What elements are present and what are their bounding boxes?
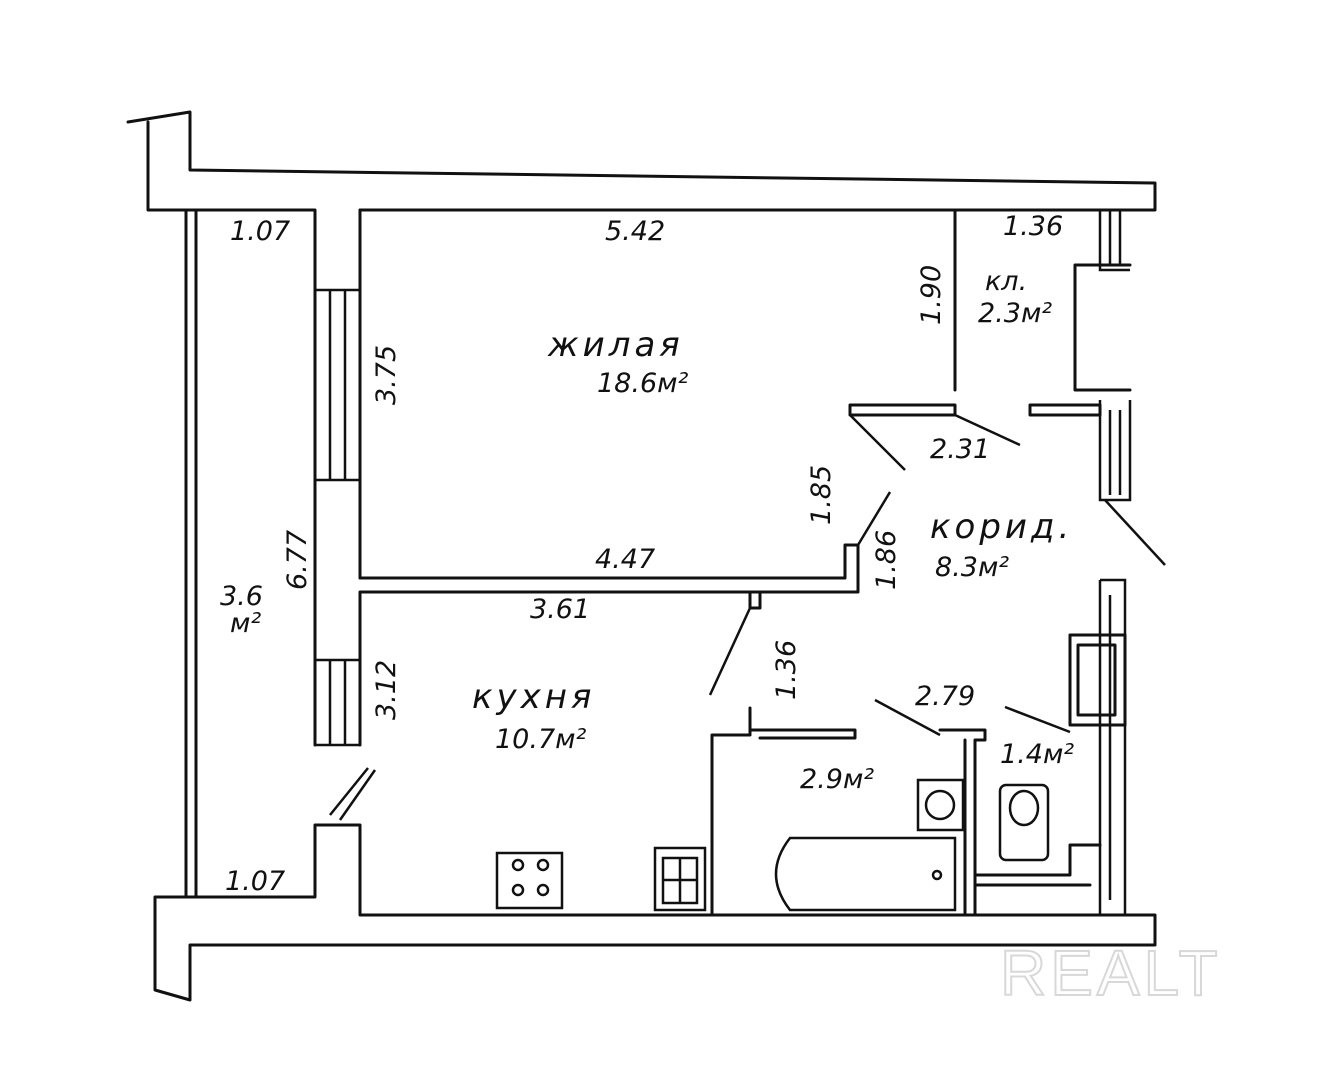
dim-kitchen-top: 3.61 <box>530 594 590 625</box>
room-area-toilet: 1.4м² <box>1000 739 1074 770</box>
dim-closet-top: 1.36 <box>1003 211 1063 242</box>
room-area-corridor: 8.3м² <box>935 552 1009 583</box>
doors <box>329 413 1166 821</box>
outer-walls <box>126 110 1157 1002</box>
dim-bath-top: 2.79 <box>915 681 975 712</box>
dim-balcony-top: 1.07 <box>230 216 290 247</box>
dim-living-left: 3.75 <box>371 345 402 405</box>
dim-kitchen-right: 1.36 <box>771 640 802 700</box>
interior-walls <box>358 263 1132 917</box>
dim-living-top: 5.42 <box>605 216 665 247</box>
balcony-area-unit: м² <box>230 608 261 639</box>
sink-icon <box>653 846 707 912</box>
room-name-living: жилая <box>547 325 684 365</box>
room-area-closet: 2.3м² <box>978 298 1052 329</box>
dim-living-right: 1.85 <box>806 465 837 525</box>
fixtures <box>495 778 1050 912</box>
dim-closet-side: 1.90 <box>916 265 947 325</box>
room-area-living: 18.6м² <box>597 368 688 399</box>
stove-icon <box>495 851 564 910</box>
room-name-kitchen: кухня <box>472 677 595 717</box>
watermark: REALT <box>1000 937 1222 1009</box>
bathtub-icon <box>774 836 957 912</box>
washbasin-icon <box>916 778 965 832</box>
dim-balcony-bottom: 1.07 <box>225 866 285 897</box>
room-area-kitchen: 10.7м² <box>495 724 586 755</box>
balcony-area-number: 3.6 <box>220 581 263 612</box>
windows <box>315 210 1132 915</box>
dim-balcony-length: 6.77 <box>282 530 313 590</box>
dim-living-bottom: 4.47 <box>595 544 655 575</box>
room-name-corridor: корид. <box>930 507 1073 547</box>
dim-corridor-left: 1.86 <box>871 530 902 590</box>
room-name-closet: кл. <box>985 266 1027 297</box>
room-area-bathroom: 2.9м² <box>800 764 874 795</box>
toilet-icon <box>998 783 1050 862</box>
dim-corridor-top: 2.31 <box>930 434 990 465</box>
dim-kitchen-left: 3.12 <box>371 660 402 720</box>
